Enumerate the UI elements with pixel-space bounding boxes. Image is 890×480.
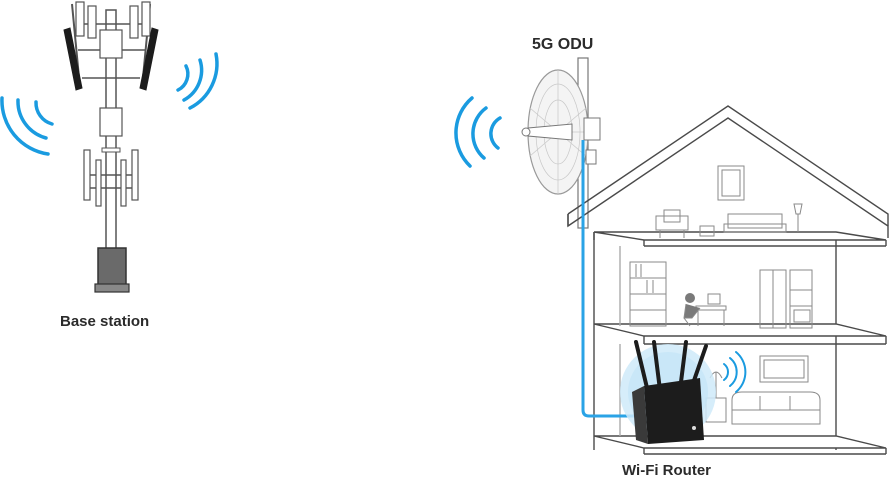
base-station-label: Base station bbox=[60, 313, 150, 330]
signal-waves-icon bbox=[454, 96, 502, 168]
router-label: Wi-Fi Router bbox=[622, 462, 712, 479]
signal-waves-icon bbox=[0, 96, 54, 156]
office-furniture bbox=[629, 261, 813, 329]
signal-waves-icon bbox=[176, 52, 219, 110]
ethernet-cable bbox=[581, 140, 650, 418]
dish-antenna-icon bbox=[521, 57, 601, 229]
wifi-router-icon bbox=[620, 340, 747, 444]
living-room-furniture bbox=[705, 355, 821, 425]
house-icon bbox=[567, 105, 889, 455]
odu-label: 5G ODU bbox=[532, 36, 594, 53]
attic-furniture bbox=[655, 165, 803, 238]
base-station-tower bbox=[63, 1, 159, 293]
